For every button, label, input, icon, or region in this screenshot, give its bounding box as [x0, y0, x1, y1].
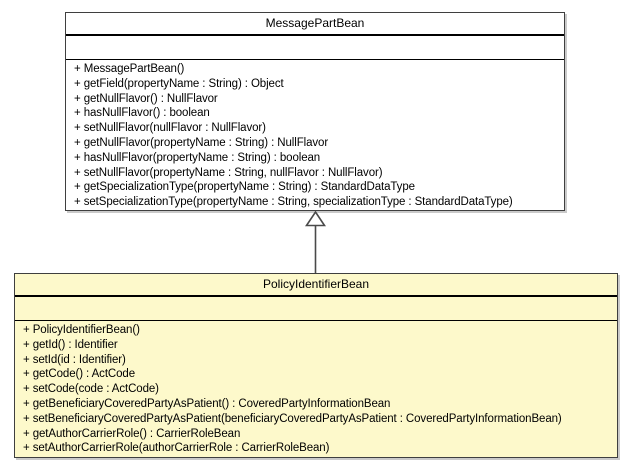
method-signature: + getId() : Identifier [23, 338, 118, 351]
class-title-policyidentifierbean: PolicyIdentifierBean [15, 274, 617, 297]
method-signature: + hasNullFlavor() : boolean [74, 107, 210, 120]
method-signature: + MessagePartBean() [74, 63, 185, 75]
class-box-messagepartbean[interactable]: MessagePartBean + MessagePartBean() + ge… [65, 12, 565, 211]
method-signature: + setBeneficiaryCoveredPartyAsPatient(be… [23, 412, 562, 425]
methods-compartment-messagepartbean: + MessagePartBean() + getField(propertyN… [66, 60, 564, 210]
method-signature: + getAuthorCarrierRole() : CarrierRoleBe… [23, 427, 241, 440]
method-signature: + getSpecializationType(propertyName : S… [74, 181, 415, 194]
hollow-triangle-arrowhead [305, 211, 326, 227]
method-signature: + getNullFlavor() : NullFlavor [74, 92, 218, 105]
method-signature: + setAuthorCarrierRole(authorCarrierRole… [23, 442, 330, 455]
class-title-messagepartbean: MessagePartBean [66, 13, 564, 36]
method-signature: + setId(id : Identifier) [23, 353, 126, 366]
method-signature: + getField(propertyName : String) : Obje… [74, 77, 284, 90]
generalization-arrow [305, 211, 326, 274]
method-signature: + getCode() : ActCode [23, 368, 136, 381]
attributes-compartment-policyidentifierbean [15, 297, 617, 321]
methods-compartment-policyidentifierbean: + PolicyIdentifierBean() + getId() : Ide… [15, 321, 617, 456]
method-signature: + setCode(code : ActCode) [23, 383, 159, 396]
attributes-compartment-messagepartbean [66, 36, 564, 60]
class-box-policyidentifierbean[interactable]: PolicyIdentifierBean + PolicyIdentifierB… [14, 273, 618, 458]
method-signature: + getBeneficiaryCoveredPartyAsPatient() … [23, 397, 391, 410]
method-signature: + PolicyIdentifierBean() [23, 324, 140, 336]
method-signature: + hasNullFlavor(propertyName : String) :… [74, 151, 321, 164]
method-signature: + setNullFlavor(nullFlavor : NullFlavor) [74, 122, 266, 135]
method-signature: + setNullFlavor(propertyName : String, n… [74, 166, 383, 179]
method-signature: + getNullFlavor(propertyName : String) :… [74, 136, 329, 149]
method-signature: + setSpecializationType(propertyName : S… [74, 196, 513, 209]
